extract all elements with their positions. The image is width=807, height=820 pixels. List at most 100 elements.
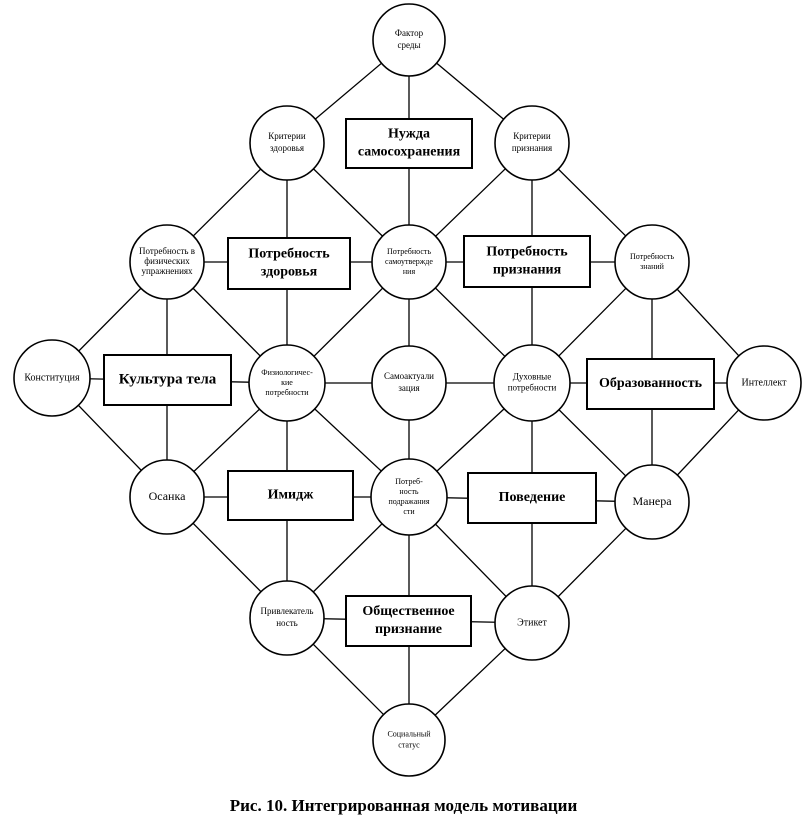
circle-node (726, 345, 802, 421)
circle-node (494, 585, 570, 661)
box-frame (586, 358, 715, 410)
circle-intellect: Интеллект (726, 345, 802, 421)
circle-node (614, 224, 690, 300)
box-frame (103, 354, 232, 406)
circle-label: Конституция (24, 372, 80, 383)
circle-node (372, 3, 446, 77)
circle-label: Потребность (630, 252, 674, 261)
circle-node (494, 105, 570, 181)
circle-label: здоровья (270, 143, 304, 153)
box-frame (227, 470, 354, 521)
box-label: Поведение (499, 490, 566, 505)
box-health-need: Потребность здоровья (227, 237, 351, 290)
circle-label: Духовные (513, 372, 551, 382)
circle-label: упражнениях (141, 266, 193, 276)
box-label: Потребность (248, 247, 330, 262)
circle-label: кие (281, 378, 293, 387)
box-label: самосохранения (358, 145, 461, 160)
circle-factor: Фактор среды (372, 3, 446, 77)
box-label: Культура тела (119, 371, 217, 387)
circle-label: Осанка (149, 489, 187, 503)
box-frame (227, 237, 351, 290)
circle-label: признания (512, 143, 552, 153)
circle-label: зация (398, 383, 419, 393)
circle-label: физических (144, 256, 190, 266)
circle-node (371, 345, 447, 421)
circle-recognition-criteria: Критерии признания (494, 105, 570, 181)
box-label: признания (493, 263, 562, 278)
circle-posture: Осанка (129, 459, 205, 535)
circle-label: сти (403, 507, 415, 516)
box-frame (345, 118, 473, 169)
circle-label: Фактор (395, 28, 424, 38)
circle-label: потребности (508, 383, 557, 393)
circle-node (614, 464, 690, 540)
circle-label: ность (399, 487, 419, 496)
circle-label: знаний (640, 262, 665, 271)
circle-node (493, 344, 571, 422)
circle-label: Критерии (268, 131, 306, 141)
circle-label: Потребность в (139, 246, 195, 256)
circle-label: подражания (389, 497, 430, 506)
circle-manner: Манера (614, 464, 690, 540)
box-image: Имидж (227, 470, 354, 521)
circle-label: Интеллект (742, 377, 788, 388)
circle-label: среды (398, 40, 421, 50)
circle-label: Социальный (387, 729, 431, 738)
box-public-recognition: Общественное признание (345, 595, 472, 647)
circle-label: самоутвержде (385, 257, 433, 266)
box-recognition-need: Потребность признания (463, 235, 591, 288)
box-label: Имидж (268, 488, 315, 503)
box-self-preservation: Нужда самосохранения (345, 118, 473, 169)
circle-node (13, 339, 91, 417)
concept-boxes: НуждасамосохраненияПотребностьздоровьяПо… (103, 118, 715, 647)
box-label: здоровья (261, 265, 318, 280)
circle-health-criteria: Критерии здоровья (249, 105, 325, 181)
box-label: Общественное (362, 604, 454, 619)
circle-node (372, 703, 446, 777)
figure-caption: Рис. 10. Интегрированная модель мотиваци… (229, 796, 578, 815)
circle-node (129, 459, 205, 535)
circle-label: потребности (265, 388, 309, 397)
circle-label: Манера (632, 494, 672, 508)
circle-label: Привлекатель (261, 606, 314, 616)
circle-node (248, 344, 326, 422)
circle-label: Физиологичес- (261, 368, 313, 377)
box-frame (463, 235, 591, 288)
circle-self-actualization: Самоактуали зация (371, 345, 447, 421)
circle-social-status: Социальный статус (372, 703, 446, 777)
circle-label: статус (398, 740, 420, 749)
circle-node (129, 224, 205, 300)
circle-attractiveness: Привлекатель ность (249, 580, 325, 656)
circle-label: Этикет (517, 617, 547, 628)
box-frame (467, 472, 597, 524)
box-label: Образованность (599, 376, 703, 391)
circle-node (249, 105, 325, 181)
circle-node (370, 458, 448, 536)
circle-label: Потребность (387, 247, 431, 256)
circle-etiquette: Этикет (494, 585, 570, 661)
motivation-model-diagram: НуждасамосохраненияПотребностьздоровьяПо… (13, 3, 802, 777)
box-behavior: Поведение (467, 472, 597, 524)
circle-label: Критерии (513, 131, 551, 141)
box-label: Нужда (388, 127, 430, 142)
circle-label: ность (276, 618, 298, 628)
box-label: признание (375, 622, 442, 637)
box-body-culture: Культура тела (103, 354, 232, 406)
circle-node (371, 224, 447, 300)
circle-label: ния (403, 267, 416, 276)
circle-node (249, 580, 325, 656)
box-education: Образованность (586, 358, 715, 410)
circle-label: Потреб- (395, 477, 423, 486)
circle-label: Самоактуали (384, 371, 434, 381)
box-label: Потребность (486, 245, 568, 260)
circle-constitution: Конституция (13, 339, 91, 417)
box-frame (345, 595, 472, 647)
